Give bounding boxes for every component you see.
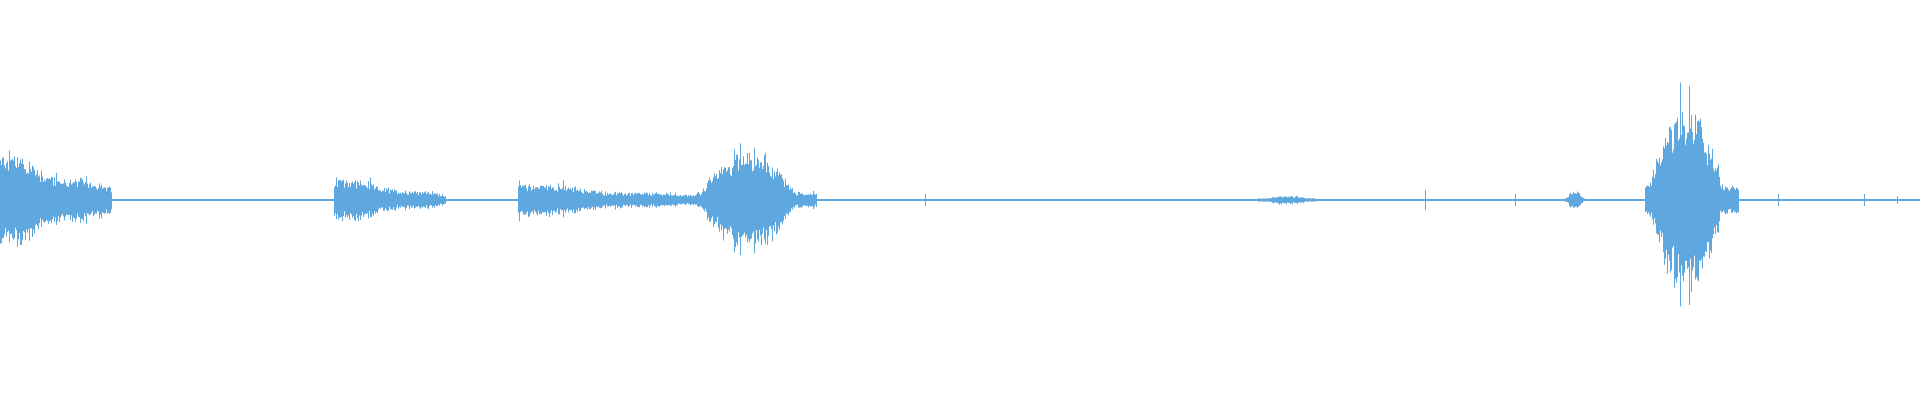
waveform-segment [518,180,702,222]
waveform-segment [1258,195,1316,205]
waveform-segment [695,143,817,256]
waveform-baseline [0,199,1920,201]
waveform-segment [1565,191,1585,208]
waveform-segment [1645,82,1739,307]
waveform-segment [0,150,112,247]
waveform-segment [334,177,446,222]
